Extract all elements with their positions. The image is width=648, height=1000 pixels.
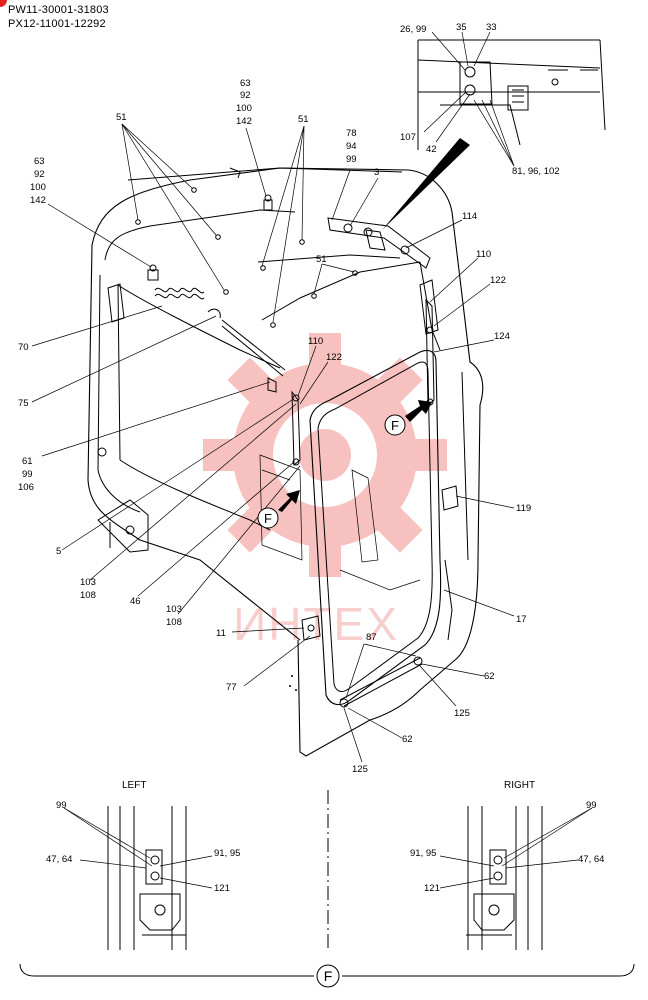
f-marker-upper: F xyxy=(391,418,399,433)
callout-62-lower: 62 xyxy=(402,734,413,745)
callout-62-upper: 62 xyxy=(484,671,495,682)
callout-142-left: 142 xyxy=(30,195,46,206)
view-arrow-f-upper: F xyxy=(384,400,432,436)
callout-106: 106 xyxy=(18,482,34,493)
callout-92-left: 92 xyxy=(34,169,45,180)
corner-badge xyxy=(0,0,7,7)
callout-70: 70 xyxy=(18,342,29,353)
callout-labels: 51 51 51 63 92 100 142 63 92 100 142 78 … xyxy=(18,22,560,775)
detail-right-callout-99: 99 xyxy=(586,800,597,811)
coil-spring xyxy=(154,287,205,300)
callout-5: 5 xyxy=(56,546,61,557)
callout-17: 17 xyxy=(516,614,527,625)
callout-99: 99 xyxy=(346,154,357,165)
callout-51-right: 51 xyxy=(316,254,327,265)
inset-top-right xyxy=(382,39,606,230)
detail-left-callout-121: 121 xyxy=(214,883,230,894)
inset-callout-35: 35 xyxy=(456,22,467,33)
callout-87: 87 xyxy=(366,632,377,643)
callout-108-mid: 108 xyxy=(166,617,182,628)
callout-77: 77 xyxy=(226,682,237,693)
detail-left-title: LEFT xyxy=(122,780,146,791)
view-arrow-f-lower: F xyxy=(257,490,300,529)
callout-122-mid: 122 xyxy=(326,352,342,363)
detail-right-title: RIGHT xyxy=(504,780,535,791)
callout-142-top: 142 xyxy=(236,116,252,127)
serial-range-1: PW11-30001-31803 xyxy=(8,4,109,16)
callout-110-mid: 110 xyxy=(308,336,323,347)
inset-callout-81-96-102: 81, 96, 102 xyxy=(512,166,560,177)
inset-callout-33: 33 xyxy=(486,22,497,33)
detail-left-callout-99: 99 xyxy=(56,800,67,811)
callout-114: 114 xyxy=(462,211,477,222)
detail-right-callout-47-64: 47, 64 xyxy=(578,854,604,865)
cab-body xyxy=(87,167,484,757)
callout-46: 46 xyxy=(130,596,141,607)
view-f-bracket: F xyxy=(19,963,635,988)
detail-left-callout-47-64: 47, 64 xyxy=(46,854,72,865)
callout-110-right: 110 xyxy=(476,249,491,260)
callout-63-left: 63 xyxy=(34,156,45,167)
callout-125-lower: 125 xyxy=(352,764,368,775)
callout-94: 94 xyxy=(346,141,357,152)
inset-callout-26-99: 26, 99 xyxy=(400,24,426,35)
callout-108-left: 108 xyxy=(80,590,96,601)
callout-125-upper: 125 xyxy=(454,708,470,719)
callout-78: 78 xyxy=(346,128,357,139)
leader-lines xyxy=(31,31,515,763)
detail-right-callout-91-95: 91, 95 xyxy=(410,848,436,859)
detail-right: RIGHT 99 47, 64 91, 95 121 xyxy=(410,780,604,950)
f-marker-lower: F xyxy=(264,511,272,526)
detail-right-callout-121: 121 xyxy=(424,883,440,894)
inset-callout-107: 107 xyxy=(400,132,416,143)
callout-3: 3 xyxy=(374,167,379,178)
callout-103-left: 103 xyxy=(80,577,96,588)
serial-range-2: PX12-11001-12292 xyxy=(8,18,106,30)
callout-61: 61 xyxy=(22,456,33,467)
callout-124: 124 xyxy=(494,331,510,342)
watermark-text: ИНТЕХ xyxy=(233,598,399,650)
f-marker-bottom: F xyxy=(324,968,333,984)
detail-left-callout-91-95: 91, 95 xyxy=(214,848,240,859)
callout-99-left: 99 xyxy=(22,469,33,480)
detail-left: LEFT 99 47, 64 91, 95 121 xyxy=(46,780,240,950)
callout-92-top: 92 xyxy=(240,90,251,101)
callout-51-middle: 51 xyxy=(298,114,309,125)
callout-75: 75 xyxy=(18,398,29,409)
callout-51-left: 51 xyxy=(116,112,127,123)
callout-100-left: 100 xyxy=(30,182,46,193)
callout-100-top: 100 xyxy=(236,103,252,114)
inset-callout-42: 42 xyxy=(426,144,437,155)
callout-103-mid: 103 xyxy=(166,604,182,615)
callout-122-right: 122 xyxy=(490,275,506,286)
callout-11: 11 xyxy=(216,628,226,639)
callout-63-top: 63 xyxy=(240,78,251,89)
callout-119: 119 xyxy=(516,503,531,514)
